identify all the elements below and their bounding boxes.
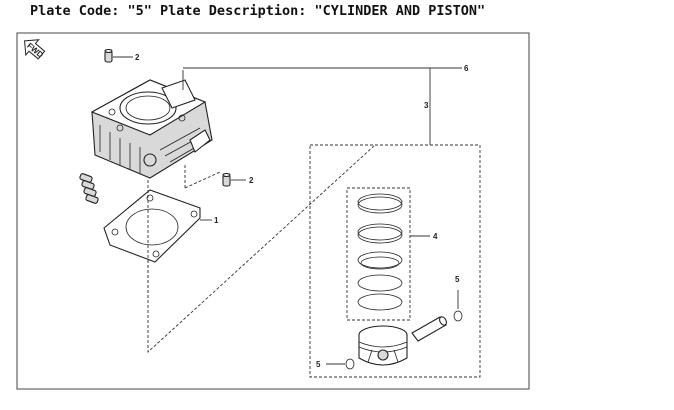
fwd-label: FWD [25,41,45,60]
piston-set-box [309,144,481,378]
callout-ring-set: 4 [433,232,438,241]
piston-pin[interactable] [411,316,448,342]
callout-gasket: 1 [214,216,219,225]
callout-dowel-right: 2 [249,176,254,185]
circlip-left[interactable] [345,358,355,370]
plate-title: Plate Code: "5" Plate Description: "CYLI… [30,3,486,19]
callout-dowel-top: 2 [135,53,140,62]
callout-piston-set: 3 [424,101,429,110]
ring-set-box [346,187,411,321]
dowel-pin-right[interactable] [222,172,231,187]
dowel-pin-top[interactable] [104,48,113,63]
callout-circlip-right: 5 [455,275,460,284]
callout-cylinder-comp: 6 [464,64,469,73]
fwd-arrow-icon: FWD [24,39,46,60]
cylinder-studs[interactable] [79,173,99,204]
callout-circlip-left: 5 [316,360,321,369]
circlip-right[interactable] [453,310,463,322]
diagram-frame [16,32,530,390]
cylinder-block[interactable] [90,79,213,179]
piston[interactable] [358,325,408,366]
cylinder-gasket[interactable] [103,189,201,263]
piston-rings[interactable] [357,193,403,311]
